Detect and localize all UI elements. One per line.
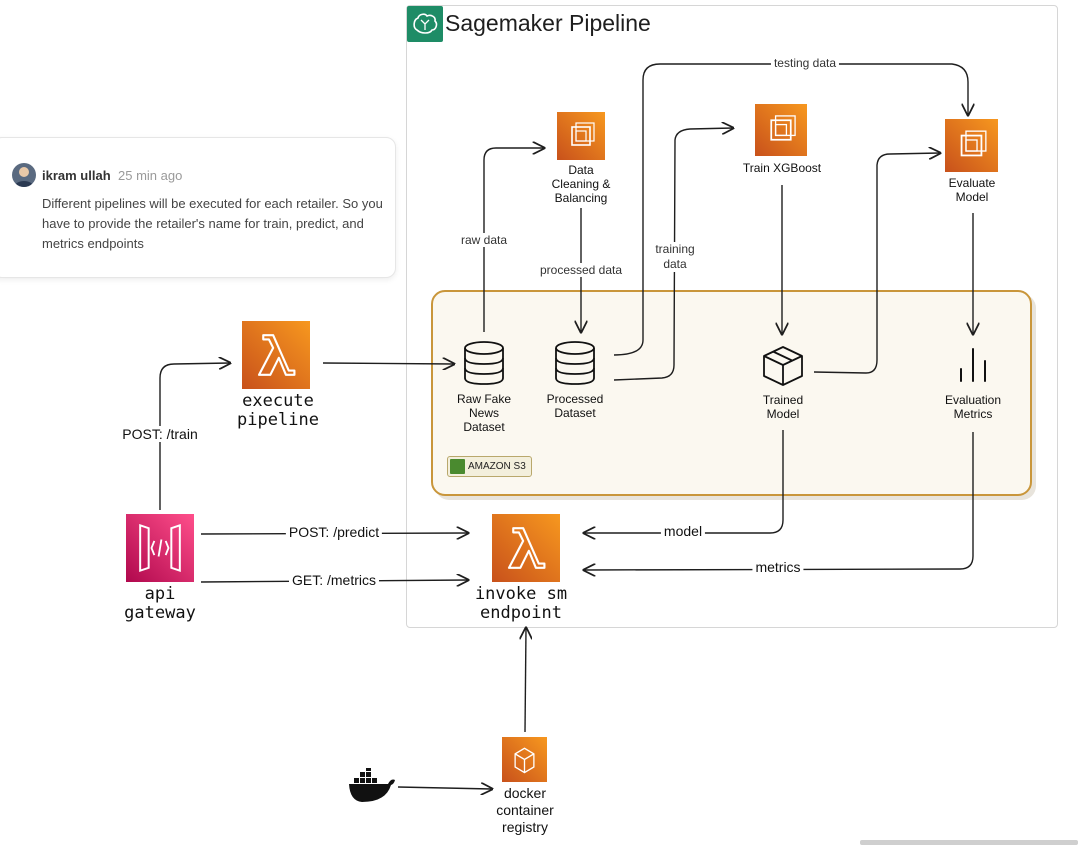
node-label-evaluation-metrics: Evaluation Metrics [944, 393, 1002, 421]
comment-timestamp: 25 min ago [118, 168, 183, 183]
node-label-docker-registry: docker container registry [496, 785, 554, 835]
edge-testing-data [613, 63, 968, 356]
frame-title: Sagemaker Pipeline [445, 10, 651, 36]
node-label-raw-dataset: Raw Fake News Dataset [456, 392, 512, 434]
s3-badge-label: AMAZON S3 [468, 461, 526, 472]
node-label-train: Train XGBoost [742, 161, 822, 175]
node-label-api-gateway: api gateway [124, 584, 196, 623]
node-label-invoke-endpoint: invoke sm endpoint [474, 584, 568, 623]
node-label-processed-dataset: Processed Dataset [546, 392, 604, 420]
edge-label-metrics: metrics [752, 559, 804, 575]
evaluation-metrics-chart-icon [957, 345, 989, 388]
edge-docker-to-registry [397, 787, 492, 789]
edge-raw-data [483, 148, 544, 332]
s3-bucket-group [431, 290, 1032, 496]
horizontal-scrollbar[interactable] [860, 840, 1078, 845]
container-registry-icon [502, 737, 547, 787]
edge-label-training-data: training data [652, 242, 698, 272]
sagemaker-brain-icon [407, 6, 443, 42]
avatar[interactable] [12, 163, 36, 187]
node-label-evaluate: Evaluate Model [948, 176, 996, 204]
invoke-endpoint-lambda-icon [492, 514, 560, 587]
edge-execute-to-raw [322, 363, 454, 364]
data-cleaning-compute-icon [557, 112, 605, 165]
edge-registry-to-invoke [525, 628, 526, 733]
node-label-data-cleaning: Data Cleaning & Balancing [551, 163, 611, 205]
edge-label-post-predict: POST: /predict [285, 524, 383, 540]
train-compute-icon [755, 104, 807, 161]
s3-badge: AMAZON S3 [447, 456, 532, 477]
edge-label-post-train: POST: /train [119, 426, 201, 442]
edge-label-model: model [660, 523, 706, 539]
node-label-execute-pipeline: execute pipeline [237, 391, 319, 430]
edge-model-to-evaluate [813, 153, 940, 374]
processed-dataset-database-icon [553, 340, 597, 391]
edge-label-get-metrics: GET: /metrics [288, 572, 380, 588]
docker-whale-icon [348, 766, 396, 809]
edge-label-testing-data: testing data [770, 56, 840, 70]
execute-pipeline-lambda-icon [242, 321, 310, 394]
s3-bucket-icon [450, 458, 465, 474]
edge-label-processed-data: processed data [536, 263, 626, 277]
raw-dataset-database-icon [462, 340, 506, 391]
evaluate-compute-icon [945, 119, 998, 177]
comment-card[interactable] [0, 137, 396, 278]
edge-model [584, 430, 784, 533]
api-gateway-icon [126, 514, 194, 587]
edge-post-train [159, 363, 230, 510]
edge-label-raw-data: raw data [457, 233, 511, 247]
comment-text: Different pipelines will be executed for… [42, 196, 383, 251]
edge-metrics [584, 432, 974, 570]
comment-author: ikram ullah [42, 168, 111, 183]
trained-model-box-icon [761, 345, 805, 392]
node-label-trained-model: Trained Model [762, 393, 804, 421]
